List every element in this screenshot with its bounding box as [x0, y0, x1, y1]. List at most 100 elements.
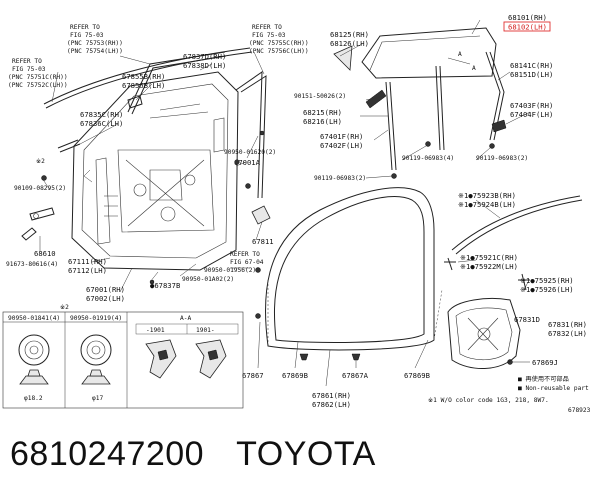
label-67862: 67862(LH): [312, 400, 351, 409]
label-91673: 91673-80616(4): [6, 261, 58, 268]
dot-marker: [234, 159, 240, 165]
label-68101: 68101(RH): [508, 13, 547, 22]
label-90950-01A02: 90950-01A02(2): [182, 276, 234, 283]
label-67867: 67867: [242, 371, 264, 380]
refer-block-67-04: REFER TO FIG 67-04: [230, 251, 264, 266]
label-68151D: 68151D(LH): [510, 70, 553, 79]
label-67111: 67111(RH): [68, 257, 107, 266]
door-window-glass: [361, 27, 497, 79]
label-67837D: 67837D(RH): [183, 52, 226, 61]
svg-text:(PNC 75756C(LH)): (PNC 75756C(LH)): [249, 48, 309, 55]
part-labels: REFER TO FIG 75-03 (PNC 75753(RH)) (PNC …: [6, 13, 591, 414]
label-67837B: ●67837B: [150, 281, 180, 290]
label-90119-4: 90119-06983(4): [402, 155, 454, 162]
label-90119-2a: 90119-06983(2): [476, 155, 528, 162]
dim-left: φ18.2: [24, 395, 43, 402]
label-67835C: 67835C(RH): [80, 110, 123, 119]
inset-left-title: 90950-01841(4): [8, 315, 60, 322]
section-view-left: [145, 339, 177, 379]
label-67403F: 67403F(RH): [510, 101, 553, 110]
svg-text:FIG 75-03: FIG 75-03: [12, 66, 46, 73]
bolts: [41, 130, 513, 365]
label-68102-highlighted: 68102(LH): [508, 23, 547, 32]
mark-2b: ※2: [60, 304, 69, 311]
label-67867A: 67867A: [342, 371, 369, 380]
clip-side-view-left: [19, 369, 49, 385]
label-67811: 67811: [252, 237, 274, 246]
label-67402F: 67402F(LH): [320, 141, 363, 150]
rear-run-channel: [235, 71, 267, 199]
label-67856B: 67856B(LH): [122, 81, 165, 90]
label-90109: 90109-08295(2): [14, 185, 66, 192]
svg-text:FIG 67-04: FIG 67-04: [230, 259, 264, 266]
svg-text:(PNC 75752C(LH)): (PNC 75752C(LH)): [8, 82, 68, 89]
clip-top-view-right: [80, 334, 112, 366]
mark-2a: ※2: [36, 158, 45, 165]
front-lower-frame: [365, 81, 397, 171]
label-90119-2b: 90119-06983(2): [314, 175, 366, 182]
label-68215: 68215(RH): [303, 108, 342, 117]
inner-weatherstrip-clip: [127, 95, 143, 109]
label-75926: ※1●75926(LH): [520, 285, 574, 294]
rear-glass-run: [435, 51, 505, 151]
refer-block-75753: REFER TO FIG 75-03 (PNC 75753(RH)) (PNC …: [67, 24, 123, 55]
door-check: [21, 207, 55, 241]
part-caption: 6810247200 TOYOTA: [10, 432, 590, 476]
svg-text:FIG 75-03: FIG 75-03: [252, 32, 286, 39]
inset-right-title: 90950-01919(4): [70, 315, 122, 322]
section-title: A-A: [180, 315, 191, 322]
label-75924B: ※1●75924B(LH): [458, 200, 516, 209]
svg-text:REFER TO: REFER TO: [252, 24, 282, 31]
clip-detail-inset: ※2 90950-01841(4) 90950-01919(4) φ18.2: [2, 304, 244, 409]
label-67112: 67112(LH): [68, 266, 107, 275]
label-68126: 68126(LH): [330, 39, 369, 48]
section-label-left: -1901: [146, 327, 165, 334]
svg-text:REFER TO: REFER TO: [230, 251, 260, 258]
svg-text:(PNC 75754(LH)): (PNC 75754(LH)): [67, 48, 123, 55]
refer-block-75755C: REFER TO FIG 75-03 (PNC 75755C(RH)) (PNC…: [249, 24, 309, 55]
clip-side-view-right: [81, 369, 111, 385]
label-90950-01620: 90950-01620(2): [224, 149, 276, 156]
label-75922M: ※1●75922M(LH): [460, 262, 518, 271]
note-nonreusable-jp: ■ 再使用不可部品: [518, 375, 569, 383]
label-67831: 67831(RH): [548, 320, 587, 329]
label-67869J: 67869J: [532, 358, 558, 367]
label-75923B: ※1●75923B(RH): [458, 191, 516, 200]
label-67001: 67001(RH): [86, 285, 125, 294]
label-68125: 68125(RH): [330, 30, 369, 39]
section-label-right: 1901-: [196, 327, 215, 334]
label-90151: 90151-50026(2): [294, 93, 346, 100]
svg-text:(PNC 75753(RH)): (PNC 75753(RH)): [67, 40, 123, 47]
label-67869B-a: 67869B: [282, 371, 308, 380]
label-67861: 67861(RH): [312, 391, 351, 400]
label-68216: 68216(LH): [303, 117, 342, 126]
clip-top-view-left: [18, 334, 50, 366]
svg-text:(PNC 75751C(RH)): (PNC 75751C(RH)): [8, 74, 68, 81]
svg-text:(PNC 75755C(RH)): (PNC 75755C(RH)): [249, 40, 309, 47]
section-marker: A A: [447, 51, 476, 72]
brand-name: TOYOTA: [236, 434, 376, 473]
svg-text:A: A: [458, 51, 462, 58]
rear-door-trim-board: [447, 298, 521, 370]
quarter-window-glass: [333, 45, 353, 71]
label-67838D: 67838D(LH): [183, 61, 226, 70]
inset-frame: [2, 311, 244, 409]
label-67831D: 67831D: [514, 315, 540, 324]
label-67832: 67832(LH): [548, 329, 587, 338]
sill-clips: [299, 353, 361, 361]
note-nonreusable-en: ■ Non-reusable part: [518, 385, 589, 392]
svg-text:REFER TO: REFER TO: [70, 24, 100, 31]
section-view-right: [195, 339, 227, 379]
door-trim-piece: [57, 139, 81, 153]
label-67404F: 67404F(LH): [510, 110, 553, 119]
part-number: 6810247200: [10, 434, 205, 473]
door-panel: [71, 71, 239, 271]
door-opening-weatherstrip: [264, 187, 443, 351]
diagram-canvas: A A REFER TO FIG 75-03 (PNC 75753(RH)) (…: [2, 13, 591, 414]
highlight-box: [503, 21, 551, 32]
label-67855B: 67855B(RH): [122, 72, 165, 81]
outer-weatherstrip: [451, 195, 583, 255]
label-67836C: 67836C(LH): [80, 119, 123, 128]
svg-text:FIG 75-03: FIG 75-03: [70, 32, 104, 39]
